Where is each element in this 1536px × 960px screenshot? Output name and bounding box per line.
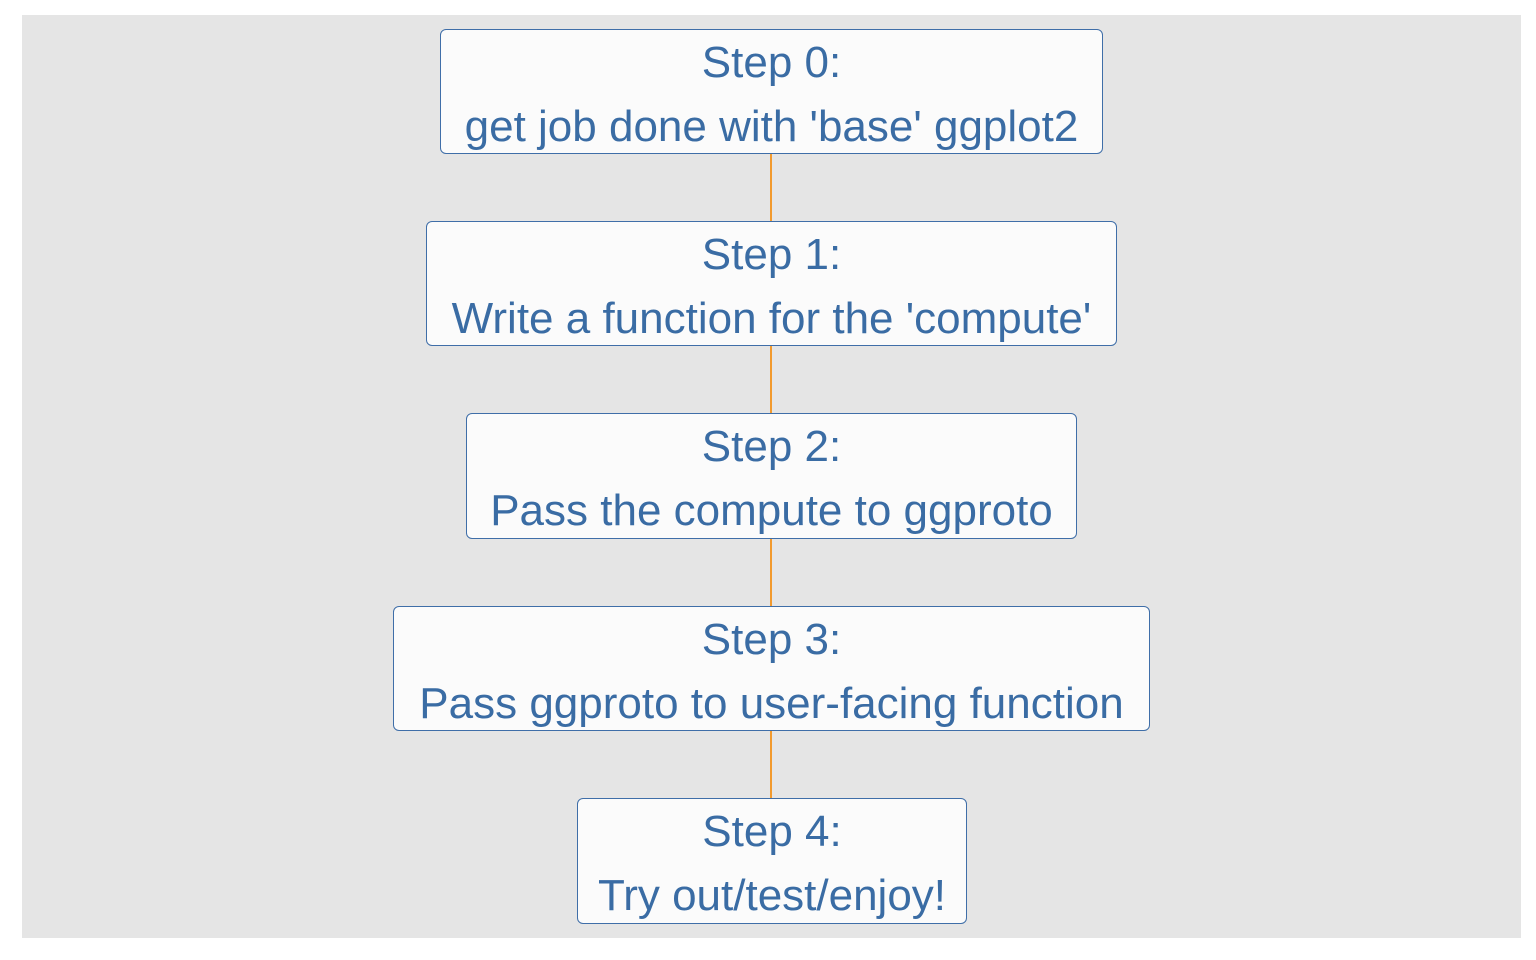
- step-title: Step 3:: [701, 615, 842, 664]
- step-title: Step 0:: [701, 38, 842, 87]
- connector-3-4: [770, 731, 772, 798]
- step-description: Pass ggproto to user-facing function: [419, 679, 1124, 728]
- connector-0-1: [770, 154, 772, 221]
- step-title: Step 4:: [702, 807, 842, 856]
- step-description: get job done with 'base' ggplot2: [464, 102, 1079, 151]
- connector-1-2: [770, 346, 772, 413]
- step-box-3: Step 3: Pass ggproto to user-facing func…: [393, 606, 1150, 731]
- step-box-0: Step 0: get job done with 'base' ggplot2: [440, 29, 1103, 154]
- step-description: Write a function for the 'compute': [451, 294, 1092, 343]
- step-box-4: Step 4: Try out/test/enjoy!: [577, 798, 967, 924]
- step-title: Step 1:: [701, 230, 842, 279]
- step-description: Try out/test/enjoy!: [597, 871, 947, 920]
- connector-2-3: [770, 539, 772, 606]
- step-description: Pass the compute to ggproto: [490, 486, 1053, 535]
- step-box-1: Step 1: Write a function for the 'comput…: [426, 221, 1117, 346]
- step-title: Step 2:: [701, 422, 842, 471]
- step-box-2: Step 2: Pass the compute to ggproto: [466, 413, 1077, 539]
